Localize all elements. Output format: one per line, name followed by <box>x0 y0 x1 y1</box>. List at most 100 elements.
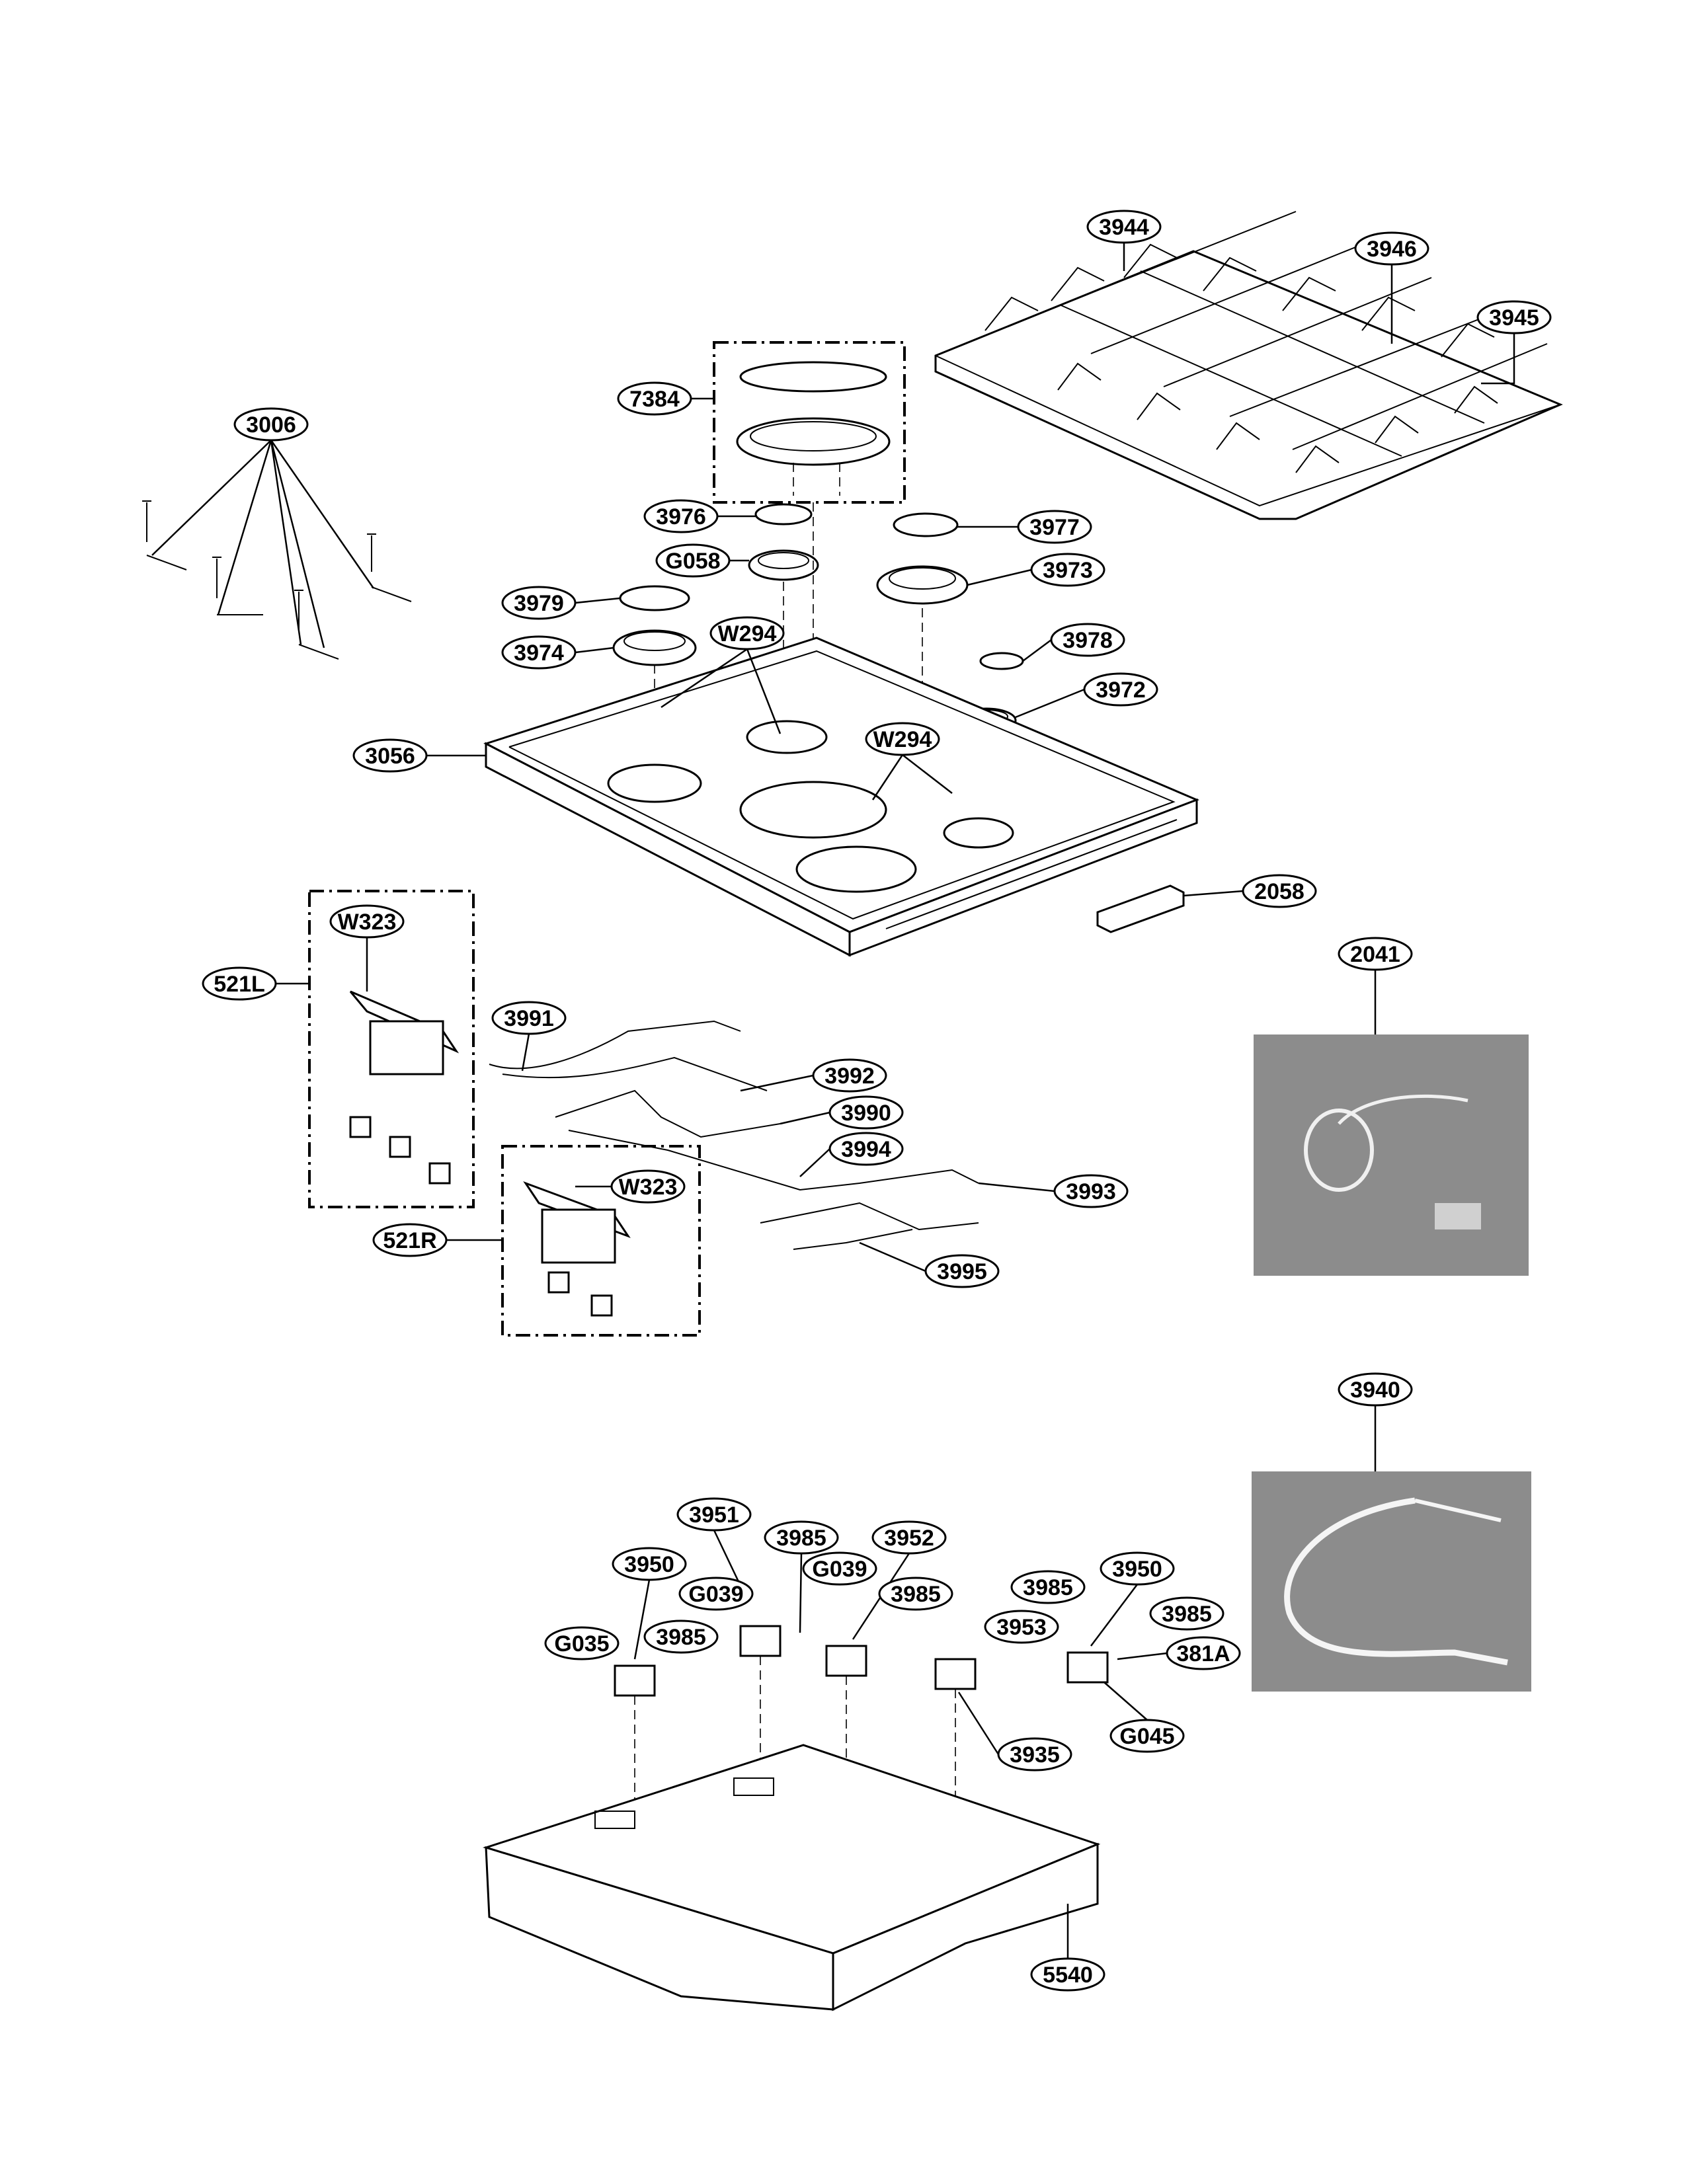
callout-c3940: 3940 <box>1338 1372 1413 1407</box>
svg-text:521R: 521R <box>383 1228 436 1253</box>
svg-text:3990: 3990 <box>841 1101 891 1126</box>
callout-c3950b: 3950 <box>1100 1551 1175 1586</box>
svg-text:G035: G035 <box>554 1631 609 1657</box>
svg-text:3985: 3985 <box>1023 1575 1073 1600</box>
svg-text:3935: 3935 <box>1010 1742 1060 1768</box>
callout-c3990: 3990 <box>828 1095 904 1130</box>
callout-c3973: 3973 <box>1030 553 1105 587</box>
svg-text:3985: 3985 <box>1162 1602 1212 1627</box>
valve-assemblies <box>308 890 701 1337</box>
svg-text:3985: 3985 <box>656 1625 706 1650</box>
callout-c3935: 3935 <box>997 1737 1072 1772</box>
callout-c2058: 2058 <box>1242 874 1317 908</box>
svg-text:W294: W294 <box>718 621 777 646</box>
svg-text:3974: 3974 <box>514 641 564 666</box>
svg-text:3973: 3973 <box>1043 558 1093 583</box>
burner-base-parts <box>614 1625 1109 1824</box>
svg-text:521L: 521L <box>214 972 265 997</box>
callout-c3978: 3978 <box>1050 623 1125 657</box>
callout-c3977: 3977 <box>1017 510 1092 544</box>
callout-c3946: 3946 <box>1354 231 1429 266</box>
callout-c3985e: 3985 <box>643 1619 719 1654</box>
svg-text:3953: 3953 <box>996 1615 1047 1640</box>
callout-c3951: 3951 <box>676 1497 752 1532</box>
bottom-pan <box>482 1744 1101 2011</box>
svg-text:3946: 3946 <box>1367 237 1417 262</box>
callout-c3976: 3976 <box>643 499 719 533</box>
callout-c3979: 3979 <box>501 586 577 620</box>
callout-c3972: 3972 <box>1083 672 1158 707</box>
callout-cG039a: G039 <box>678 1577 754 1611</box>
svg-text:3952: 3952 <box>884 1526 934 1551</box>
callout-c3985a: 3985 <box>764 1520 839 1555</box>
callout-cW294a: W294 <box>709 616 785 650</box>
oval-burner-group <box>713 341 906 504</box>
svg-text:3994: 3994 <box>841 1137 891 1162</box>
svg-text:7384: 7384 <box>629 387 680 412</box>
callout-c3974: 3974 <box>501 635 577 670</box>
callout-c3993: 3993 <box>1053 1174 1129 1208</box>
callout-cG045: G045 <box>1109 1719 1185 1753</box>
svg-text:2058: 2058 <box>1254 879 1305 904</box>
screws-3006 <box>142 500 412 660</box>
svg-text:381A: 381A <box>1176 1641 1230 1666</box>
svg-text:3992: 3992 <box>824 1064 875 1089</box>
callout-c3985c: 3985 <box>1010 1570 1086 1604</box>
callout-c3994: 3994 <box>828 1132 904 1166</box>
svg-text:3006: 3006 <box>246 412 296 438</box>
svg-text:3977: 3977 <box>1029 515 1080 540</box>
gas-tubes <box>489 1020 979 1250</box>
leader-lines <box>151 243 1515 1959</box>
callout-c3992: 3992 <box>812 1058 887 1093</box>
svg-text:3945: 3945 <box>1489 305 1539 331</box>
svg-text:3985: 3985 <box>891 1582 941 1607</box>
callout-c3056: 3056 <box>352 738 428 773</box>
callout-cG058: G058 <box>655 543 731 578</box>
svg-text:2041: 2041 <box>1350 942 1400 967</box>
callout-cW323a: W323 <box>329 904 405 939</box>
callout-c2041: 2041 <box>1338 937 1413 971</box>
svg-text:G039: G039 <box>812 1557 867 1582</box>
photo-3940 <box>1252 1471 1531 1692</box>
callout-c3952: 3952 <box>871 1520 947 1555</box>
svg-text:3950: 3950 <box>1112 1557 1162 1582</box>
svg-text:3951: 3951 <box>689 1502 739 1528</box>
callout-c521R: 521R <box>372 1223 448 1257</box>
svg-text:W323: W323 <box>619 1175 678 1200</box>
callout-c7384: 7384 <box>617 381 692 416</box>
callout-cG039b: G039 <box>802 1551 877 1586</box>
callout-c381A: 381A <box>1166 1636 1241 1670</box>
svg-text:W294: W294 <box>873 727 932 752</box>
callout-c3985b: 3985 <box>878 1577 953 1611</box>
svg-text:3978: 3978 <box>1063 628 1113 653</box>
svg-text:G058: G058 <box>665 549 720 574</box>
svg-text:3056: 3056 <box>365 744 415 769</box>
svg-text:3976: 3976 <box>656 504 706 529</box>
svg-text:3950: 3950 <box>624 1552 674 1577</box>
callout-cG035: G035 <box>544 1626 620 1660</box>
svg-text:3985: 3985 <box>776 1526 826 1551</box>
svg-text:3940: 3940 <box>1350 1378 1400 1403</box>
svg-text:3991: 3991 <box>504 1006 554 1031</box>
grate-assembly <box>934 211 1563 520</box>
svg-text:3993: 3993 <box>1066 1179 1116 1204</box>
callout-c3991: 3991 <box>491 1001 567 1035</box>
callout-c3950a: 3950 <box>612 1547 687 1581</box>
svg-text:G039: G039 <box>688 1582 743 1607</box>
callout-c3995: 3995 <box>924 1254 1000 1288</box>
callout-c3944: 3944 <box>1086 210 1162 244</box>
callout-cW294b: W294 <box>865 722 940 756</box>
cooktop-tray <box>483 637 1200 957</box>
connector-2058 <box>1096 884 1185 933</box>
callout-c3006: 3006 <box>233 407 309 442</box>
callout-c521L: 521L <box>202 966 277 1001</box>
callout-c5540: 5540 <box>1030 1957 1105 1992</box>
svg-text:3995: 3995 <box>937 1259 987 1284</box>
svg-text:3972: 3972 <box>1096 678 1146 703</box>
callout-c3953: 3953 <box>984 1610 1059 1644</box>
callout-c3945: 3945 <box>1476 300 1552 334</box>
svg-text:G045: G045 <box>1119 1724 1174 1749</box>
svg-text:3944: 3944 <box>1099 215 1149 240</box>
svg-text:3979: 3979 <box>514 591 564 616</box>
svg-text:5540: 5540 <box>1043 1963 1093 1988</box>
